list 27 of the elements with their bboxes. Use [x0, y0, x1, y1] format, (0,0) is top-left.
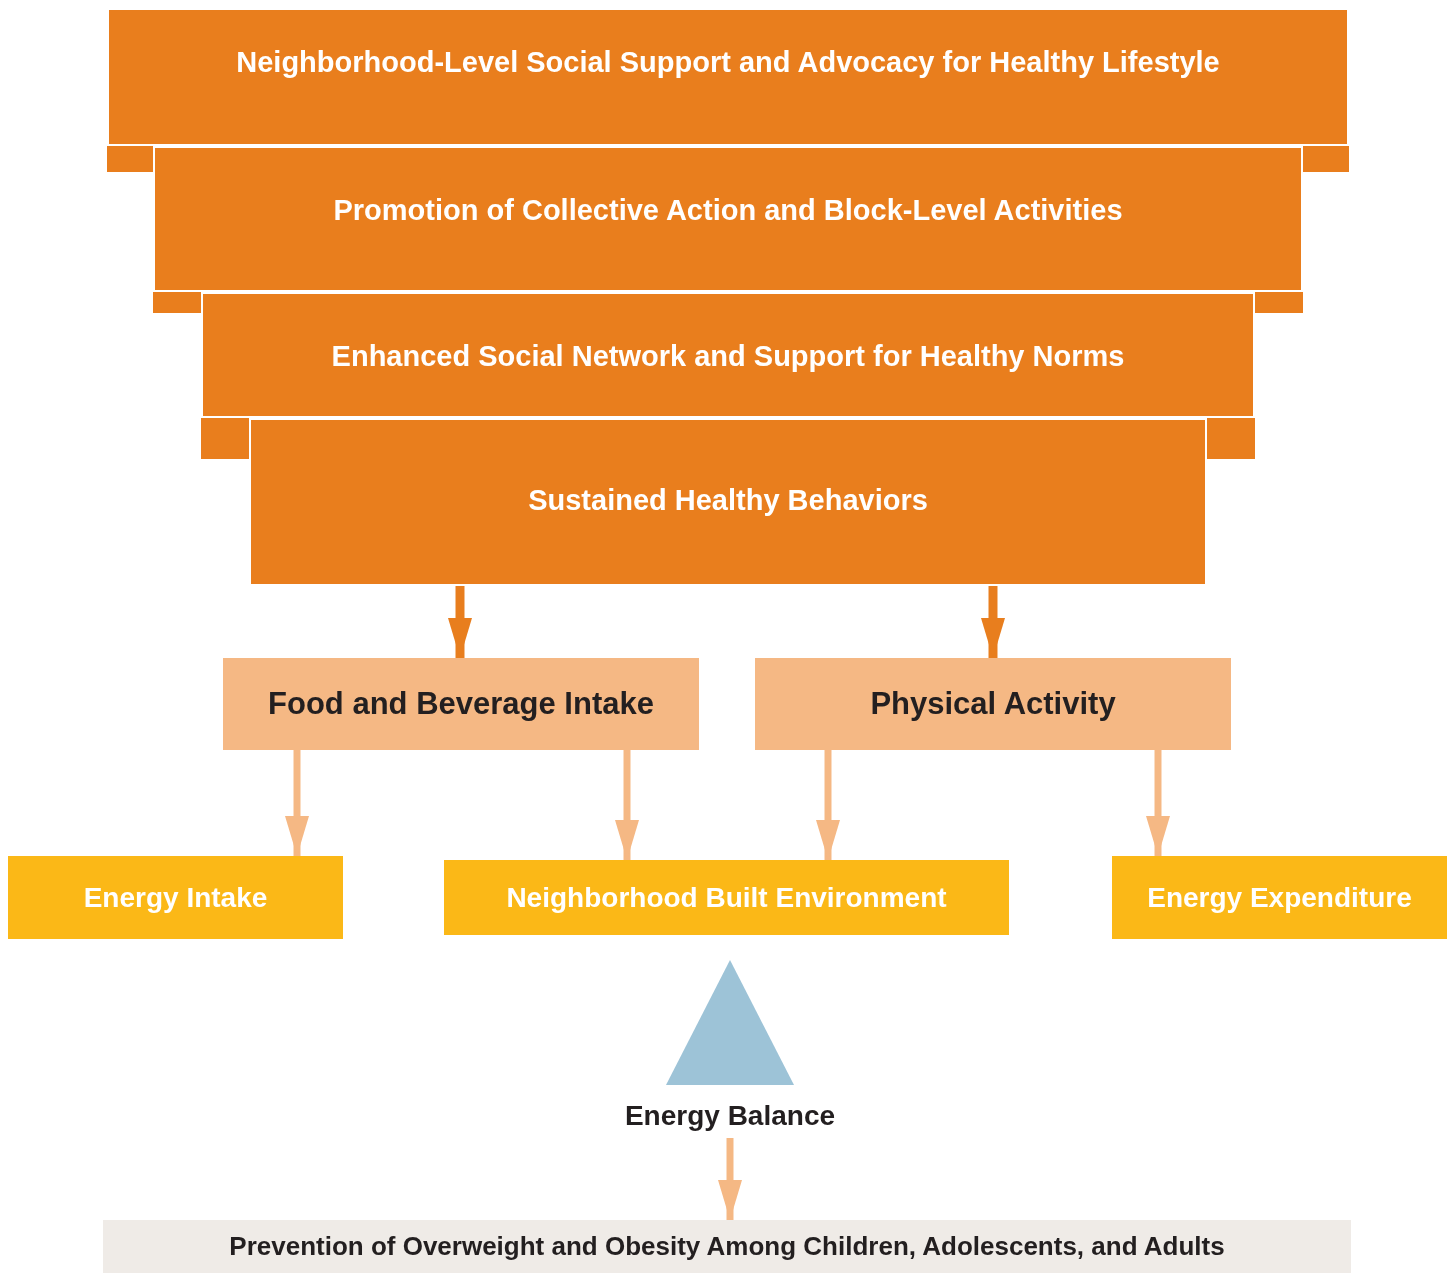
level-box: [107, 8, 1349, 146]
behavior-box: [755, 658, 1231, 750]
outcome-box: [8, 856, 343, 939]
box-label: Neighborhood Built Environment: [506, 881, 947, 914]
outcome-box: [444, 860, 1009, 935]
arrow: [981, 586, 1005, 658]
arrow: [615, 750, 639, 860]
arrow: [448, 586, 472, 658]
box-label: Neighborhood-Level Social Support and Advocacy for Healthy Lifestyle: [236, 46, 1220, 79]
outcome-box: [1112, 856, 1447, 939]
behavior-box: [223, 658, 699, 750]
goal-box: [103, 1220, 1351, 1273]
arrow: [816, 750, 840, 860]
box-label: Energy Expenditure: [1147, 881, 1412, 914]
box-label: Food and Beverage Intake: [268, 686, 654, 722]
box-label: Energy Intake: [83, 881, 268, 914]
box-label: Enhanced Social Network and Support for Healthy Norms: [331, 340, 1125, 373]
box-label: Promotion of Collective Action and Block-Level Activities: [333, 194, 1123, 227]
arrow: [1146, 750, 1170, 856]
level-box: [201, 292, 1255, 418]
level-box: [249, 418, 1207, 586]
level-box: [153, 146, 1303, 292]
arrow: [285, 750, 309, 856]
box-label: Prevention of Overweight and Obesity Among Children, Adolescents, and Adults: [229, 1231, 1225, 1262]
box-label: Physical Activity: [870, 686, 1116, 722]
shape-label: Energy Balance: [624, 1100, 836, 1133]
box-label: Sustained Healthy Behaviors: [528, 484, 928, 517]
